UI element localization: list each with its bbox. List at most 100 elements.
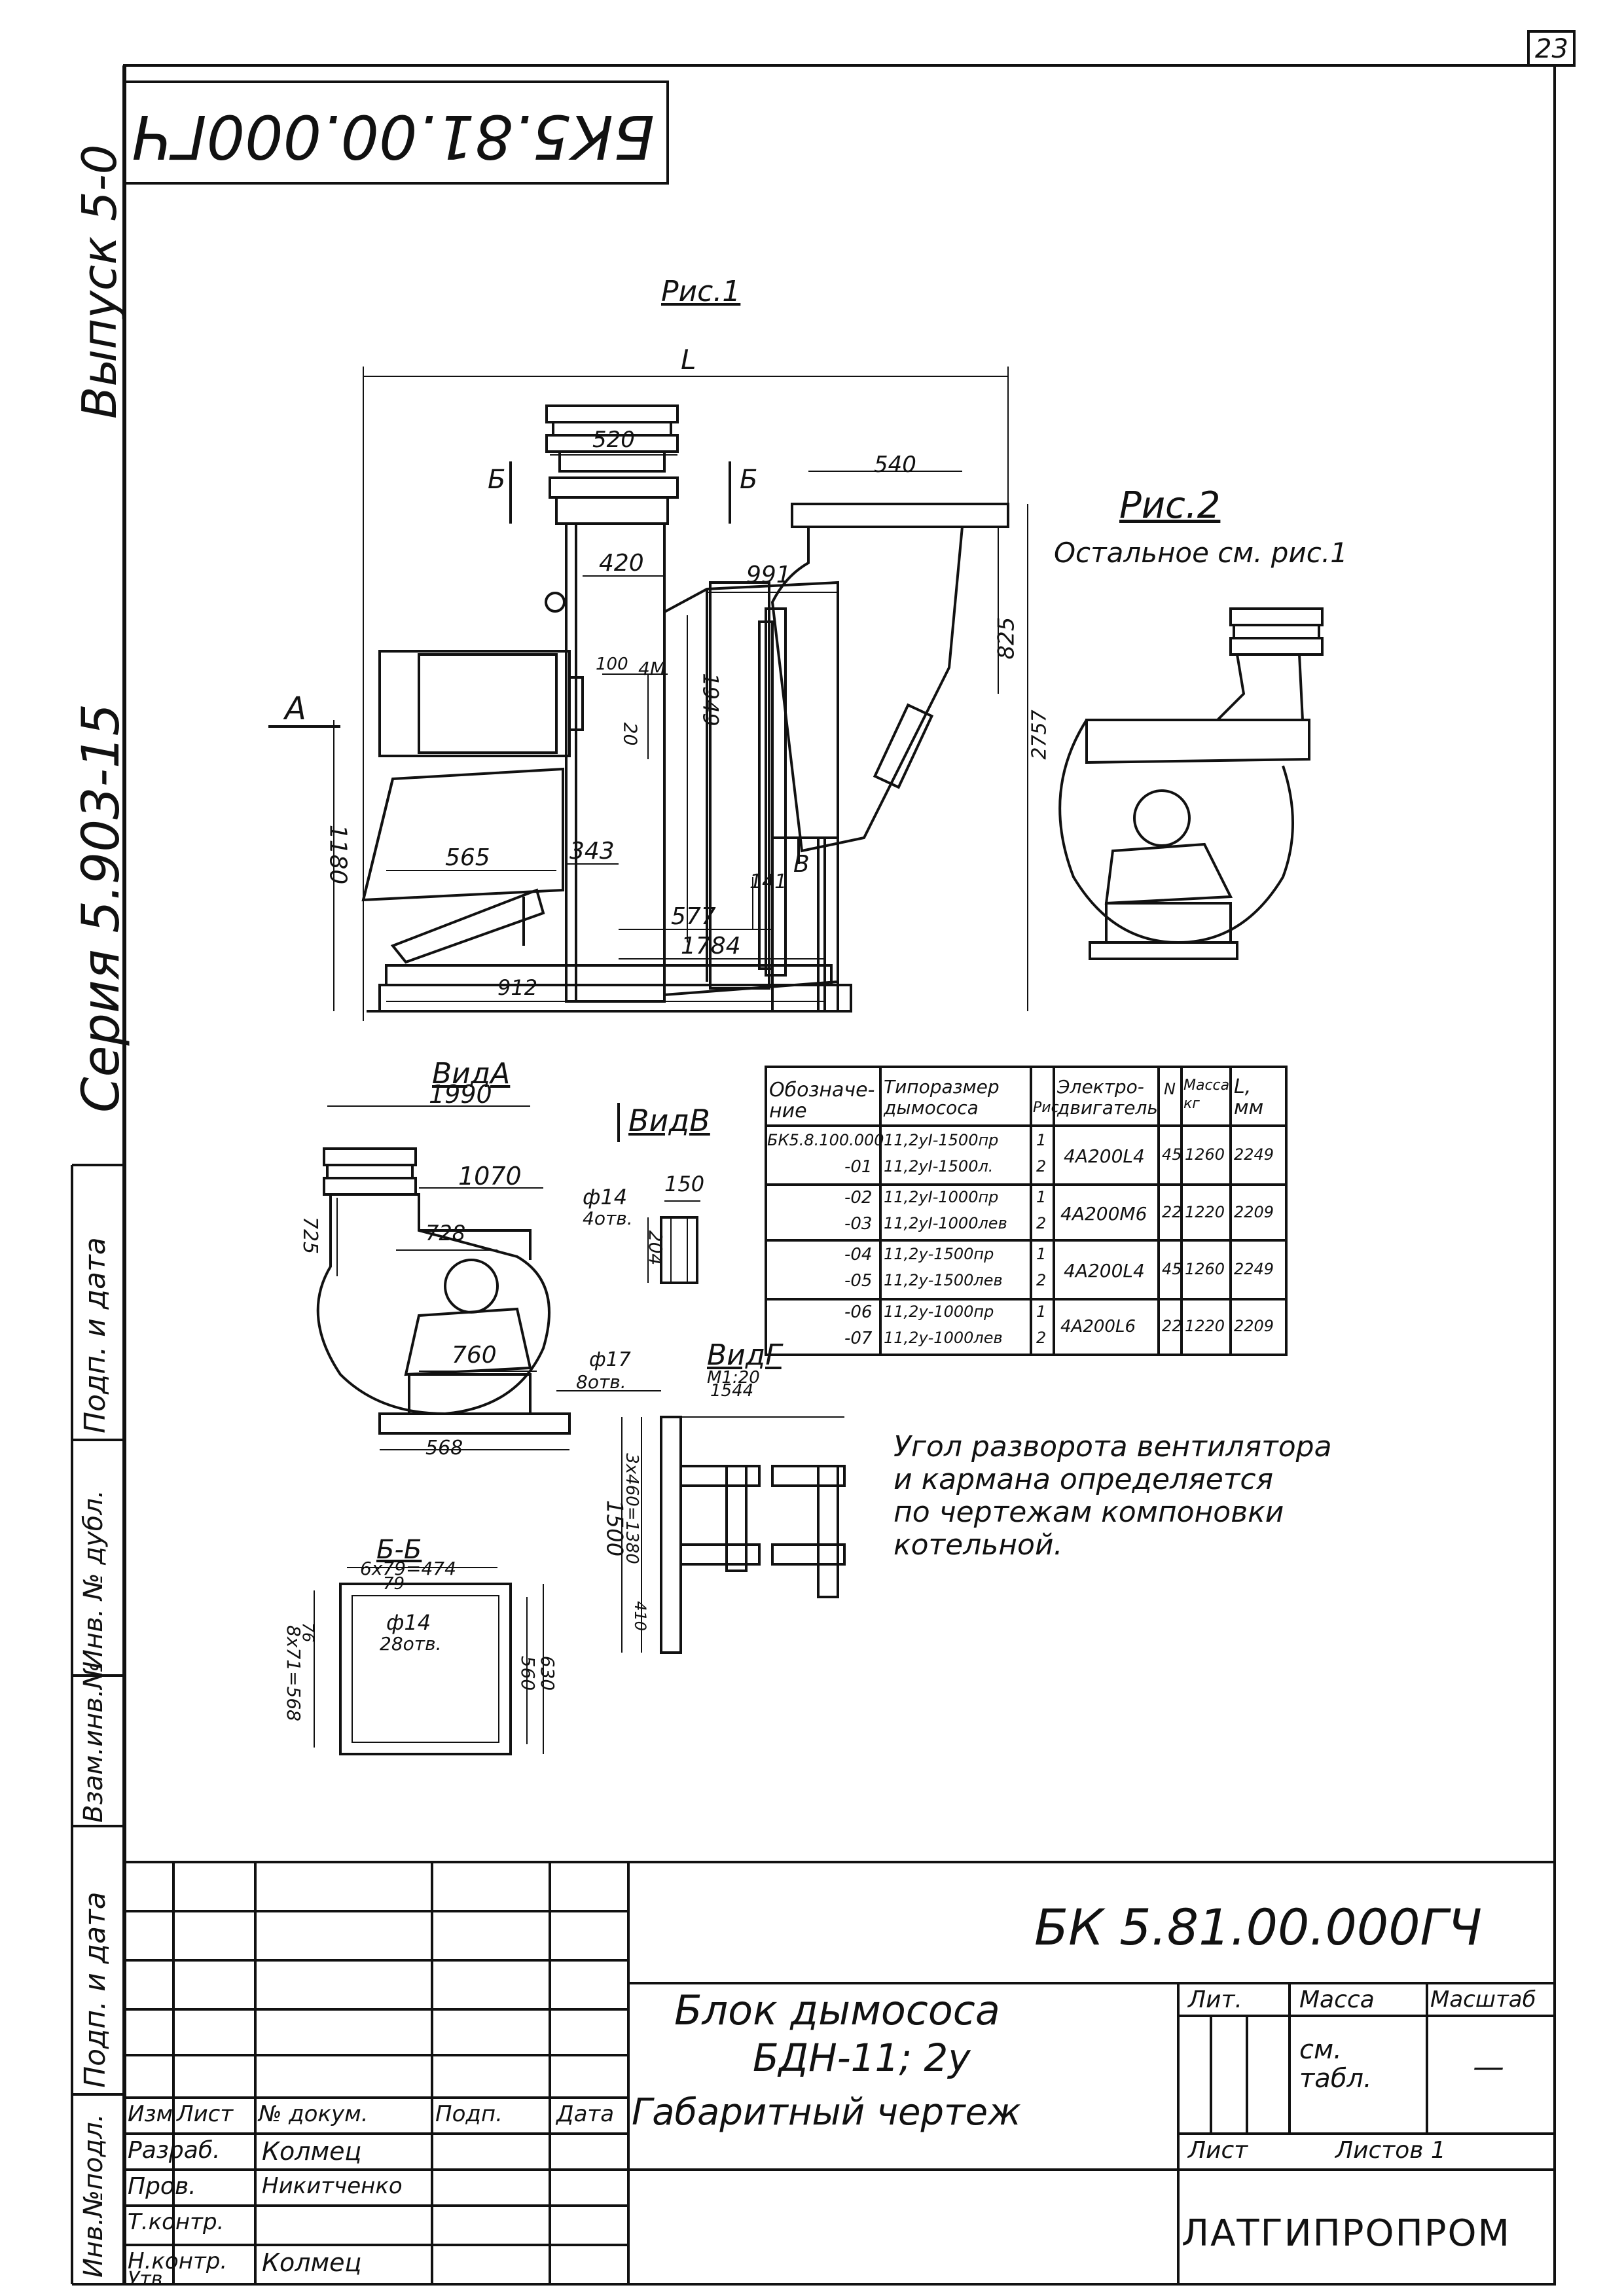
mass-label: Масса xyxy=(1299,1986,1375,2013)
role-tech-control: Т.контр. xyxy=(128,2209,225,2235)
row-designation: БК5.8.100.000 xyxy=(767,1131,884,1149)
row-designation: -03 xyxy=(844,1214,873,1234)
spec-header-motor: Электро-двигатель xyxy=(1057,1076,1158,1119)
fig1-label: Рис.1 xyxy=(661,275,741,308)
fig2-label: Рис.2 xyxy=(1119,484,1221,527)
section-mark-right: Б xyxy=(740,465,758,495)
dim-568: 568 xyxy=(425,1437,463,1460)
dim-1180: 1180 xyxy=(324,824,352,885)
row-motor: 4А200L4 xyxy=(1064,1145,1145,1167)
role-norm-control: Н.контр. xyxy=(128,2248,228,2274)
spec-header-mass: Масса кг xyxy=(1183,1077,1230,1112)
view-v-drawing xyxy=(617,1103,700,1284)
name-developer: Колмец xyxy=(262,2137,362,2166)
row-fig: 1 xyxy=(1036,1188,1047,1206)
view-a-drawing xyxy=(316,1105,571,1450)
row-mass: 1220 xyxy=(1185,1317,1225,1335)
dim-520: 520 xyxy=(592,427,635,453)
row-designation: -06 xyxy=(844,1302,873,1322)
row-fig: 2 xyxy=(1036,1214,1047,1232)
dim-343: 343 xyxy=(569,838,615,865)
row-mass: 1220 xyxy=(1185,1203,1225,1221)
col-header-sign: Подп. xyxy=(435,2101,503,2127)
row-type: 11,2уI-1000пр xyxy=(884,1188,999,1206)
dim-1784: 1784 xyxy=(681,933,741,960)
title-line3: Габаритный чертеж xyxy=(632,2091,1021,2134)
note-line: по чертежам компоновки xyxy=(893,1496,1284,1529)
row-designation: -07 xyxy=(844,1329,873,1348)
dim-760: 760 xyxy=(452,1342,497,1369)
dim-1544: 1544 xyxy=(710,1381,754,1401)
role-approved: Утв. xyxy=(128,2268,169,2291)
dim-100: 100 xyxy=(596,655,628,674)
row-fig: 2 xyxy=(1036,1329,1047,1347)
dim-hole14: ф14 xyxy=(583,1185,628,1210)
dim-577: 577 xyxy=(671,903,716,930)
dim-hole17-count: 8отв. xyxy=(576,1371,626,1393)
dim-1070: 1070 xyxy=(458,1162,522,1191)
col-header-date: Дата xyxy=(556,2101,615,2127)
row-motor: 4А200L6 xyxy=(1060,1317,1136,1336)
dim-4m: 4М xyxy=(638,658,666,679)
row-fig: 1 xyxy=(1036,1131,1047,1149)
row-length: 2209 xyxy=(1234,1317,1274,1335)
row-designation: -04 xyxy=(844,1245,873,1265)
dim-2757: 2757 xyxy=(1028,709,1051,760)
name-checker: Никитченко xyxy=(262,2173,403,2199)
spec-header-length: L, мм xyxy=(1234,1075,1264,1119)
dim-20: 20 xyxy=(619,722,641,746)
dim-hole14-count: 4отв. xyxy=(583,1208,633,1229)
sheets-label: Листов 1 xyxy=(1335,2137,1446,2164)
title-code: БК 5.81.00.000ГЧ xyxy=(1034,1898,1482,1956)
dim-725: 725 xyxy=(298,1216,322,1255)
row-motor: 4А200L4 xyxy=(1064,1260,1145,1282)
section-mark-left: Б xyxy=(488,465,506,495)
col-header-izm: Изм xyxy=(128,2101,173,2127)
row-type: 11,2у-1500пр xyxy=(884,1245,994,1263)
page-number: 23 xyxy=(1535,34,1568,64)
section-bb-drawing xyxy=(314,1567,544,1755)
row-type: 11,2уI-1500пр xyxy=(884,1131,999,1149)
scale-label: Масштаб xyxy=(1430,1986,1536,2013)
spec-header-fig: Рис xyxy=(1033,1100,1059,1116)
fig2-note: Остальное см. рис.1 xyxy=(1054,537,1348,569)
role-checker: Пров. xyxy=(128,2173,196,2200)
view-mark-a: А xyxy=(285,691,306,727)
row-length: 2249 xyxy=(1234,1260,1274,1278)
view-g-label: ВидГ xyxy=(707,1338,782,1372)
dim-1949: 1949 xyxy=(698,673,723,726)
row-length: 2249 xyxy=(1234,1145,1274,1164)
dim-420: 420 xyxy=(599,550,644,577)
row-type: 11,2у-1500лев xyxy=(884,1271,1003,1289)
dim-sec-76: 76 xyxy=(298,1622,317,1643)
dim-912: 912 xyxy=(497,975,538,1000)
dim-sec-79: 79 xyxy=(383,1574,405,1594)
dim-825: 825 xyxy=(993,617,1020,660)
row-n: 22 xyxy=(1162,1317,1182,1335)
section-bb-label: Б-Б xyxy=(376,1535,422,1565)
dim-991: 991 xyxy=(746,562,791,588)
row-fig: 1 xyxy=(1036,1302,1047,1321)
issue-label: Выпуск 5-0 xyxy=(72,144,127,419)
dim-sec-hole-count: 28отв. xyxy=(380,1633,442,1655)
dim-565: 565 xyxy=(445,844,490,871)
organization: ЛАТГИПРОПРОМ xyxy=(1182,2212,1511,2255)
dim-728: 728 xyxy=(425,1221,466,1246)
dim-1990: 1990 xyxy=(429,1080,492,1109)
sheet-label: Лист xyxy=(1188,2137,1248,2164)
spec-header-n: N xyxy=(1164,1080,1176,1098)
strip-sign-date-1: Подп. и дата xyxy=(79,1237,112,1433)
title-line1: Блок дымососа xyxy=(674,1986,1000,2034)
rotated-designation: БК5.81.00.000ГЧ xyxy=(132,101,655,171)
lit-label: Лит. xyxy=(1188,1986,1242,2013)
strip-replace-inv: Взам.инв.№ xyxy=(79,1661,109,1823)
fig2-drawing xyxy=(1058,607,1324,960)
role-developer: Разраб. xyxy=(128,2137,221,2164)
page-number-box xyxy=(1527,30,1576,67)
dim-sec-top: 6х79=474 xyxy=(360,1558,456,1579)
row-type: 11,2уI-1000лев xyxy=(884,1214,1007,1232)
spec-table-lines xyxy=(765,1066,1288,1356)
row-fig: 1 xyxy=(1036,1245,1047,1263)
strip-orig-inv: Инв.№подл. xyxy=(79,2113,109,2278)
